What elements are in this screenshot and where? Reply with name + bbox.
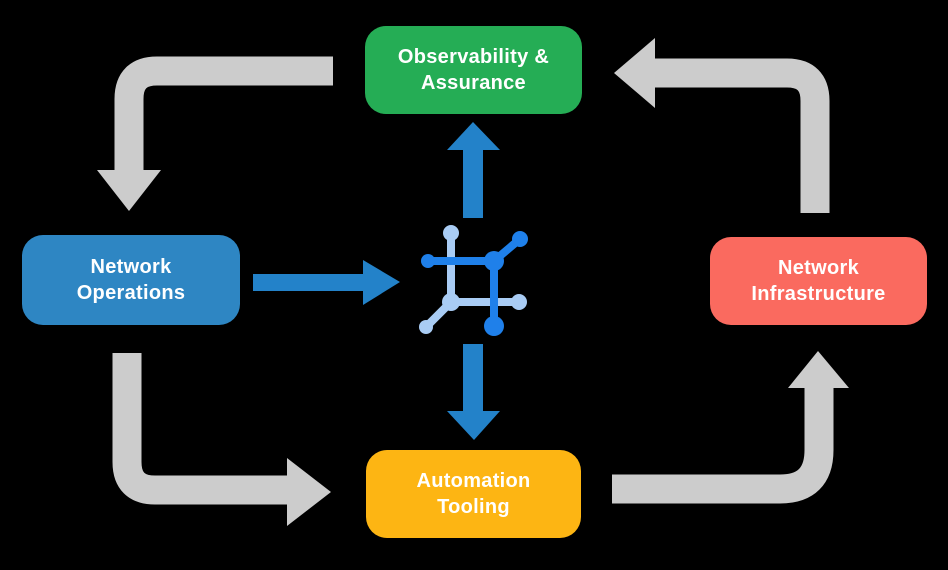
icon-node-dot	[512, 231, 528, 247]
node-network-infrastructure: Network Infrastructure	[710, 237, 927, 325]
arrowhead-up-icon	[788, 351, 849, 388]
icon-node-dot	[421, 254, 435, 268]
arrowhead-down-icon	[97, 170, 161, 211]
node-label-line: Infrastructure	[751, 283, 886, 305]
network-nodes-icon	[419, 225, 528, 336]
node-label-line: Network	[90, 256, 172, 278]
flow-arrow-shaft	[463, 344, 483, 412]
arrowhead-left-icon	[614, 38, 655, 108]
icon-node-dot	[443, 225, 459, 241]
icon-node-dot	[419, 320, 433, 334]
node-label-line: Tooling	[437, 496, 510, 518]
cycle-arrow-elbow	[655, 58, 830, 213]
flow-arrow-center-to-observability	[447, 122, 500, 218]
node-label-line: Network	[777, 257, 859, 279]
flow-arrow-shaft	[253, 274, 364, 291]
icon-node-dot	[484, 316, 504, 336]
node-label-line: Observability &	[397, 46, 550, 68]
cycle-arrow-infrastructure-to-observability	[614, 38, 830, 213]
node-label-line: Assurance	[421, 72, 526, 94]
flow-arrow-operations-to-center	[253, 260, 400, 305]
icon-node-dot	[442, 293, 460, 311]
cycle-arrow-operations-to-automation	[112, 353, 331, 526]
cycle-arrow-elbow	[612, 387, 834, 504]
flow-arrow-center-to-automation	[447, 344, 500, 440]
node-label-line: Automation	[416, 470, 531, 492]
node-automation-tooling: Automation Tooling	[366, 450, 581, 538]
icon-node-dot	[484, 251, 504, 271]
cycle-arrow-observability-to-operations	[97, 56, 333, 211]
cycle-arrow-elbow	[114, 56, 333, 170]
node-observability-assurance: Observability & Assurance	[365, 26, 582, 114]
flow-arrow-shaft	[463, 149, 483, 218]
arrowhead-right-icon	[287, 458, 331, 526]
arrowhead-down-icon	[447, 411, 500, 440]
cycle-arrow-automation-to-infrastructure	[612, 351, 849, 504]
node-network-operations: Network Operations	[22, 235, 240, 325]
node-label-line: Operations	[76, 282, 186, 304]
arrowhead-up-icon	[447, 122, 500, 150]
icon-node-dot	[511, 294, 527, 310]
cycle-arrow-elbow	[112, 353, 287, 505]
arrowhead-right-icon	[363, 260, 400, 305]
